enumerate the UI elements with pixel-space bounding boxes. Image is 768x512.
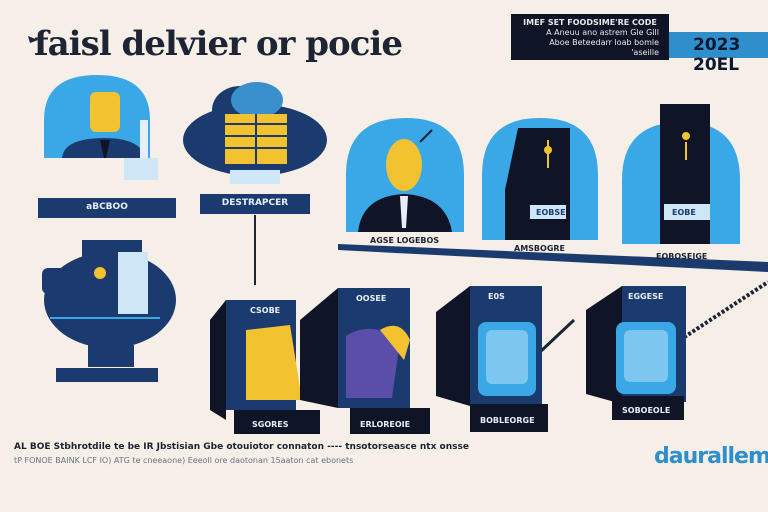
machine-4 xyxy=(586,286,686,420)
tower-2 xyxy=(622,104,740,244)
cloud-badge: DESTRAPCER xyxy=(200,194,310,214)
info-line-2: A Aneuu ano astrem Gle Gill xyxy=(546,28,659,37)
machine-1-top: CSOBE xyxy=(250,306,281,315)
timeline-rail xyxy=(338,244,768,272)
person-portrait-right xyxy=(346,118,464,232)
info-line-3: Aboe Beteedarr loab bomle 'aseille xyxy=(549,38,659,57)
page-title: faisl delvier or pocie xyxy=(34,24,403,64)
tower-1 xyxy=(482,118,598,240)
machine-2-bottom: ERLOREOIE xyxy=(360,420,411,429)
tower-2-tag: EOBE xyxy=(672,208,696,217)
machine-1 xyxy=(210,300,320,434)
machine-3-bottom: BOBLEORGE xyxy=(480,416,535,425)
machine-4-top: EGGESE xyxy=(628,292,664,301)
person-badge: aBCBOO xyxy=(38,198,176,218)
info-panel: IMEF SET FOODSIME'RE CODE A Aneuu ano as… xyxy=(511,14,669,60)
machine-4-bottom: SOBOEOLE xyxy=(622,406,671,415)
brand-logo: daurallem xyxy=(654,444,768,469)
cloud-storage xyxy=(183,82,327,285)
machine-2-top: OOSEE xyxy=(356,294,387,303)
year-tag: 2023 20EL xyxy=(669,32,768,75)
machine-3 xyxy=(436,286,548,432)
tower-1-tag: EOBSE xyxy=(536,208,566,217)
panel-label: AMSBOGRE xyxy=(514,244,566,253)
footer-line-1: AL BOE Stbhrotdile te be IR Jbstisian Gb… xyxy=(14,442,469,452)
machine-2 xyxy=(300,288,430,434)
tower-label: EOBOSEIGE xyxy=(656,252,708,261)
title-swoosh xyxy=(28,36,38,43)
person-label: AGSE LOGEBOS xyxy=(370,236,440,245)
device-left xyxy=(42,240,176,382)
machine-1-bottom: SGORES xyxy=(252,420,289,429)
info-line-1: IMEF SET FOODSIME'RE CODE xyxy=(523,18,657,27)
machine-3-top: E0S xyxy=(488,292,505,301)
person-portrait-left xyxy=(44,75,158,180)
footer-line-2: tP FONOE BAINK LCF IO) ATG te cneeaone) … xyxy=(14,456,354,465)
